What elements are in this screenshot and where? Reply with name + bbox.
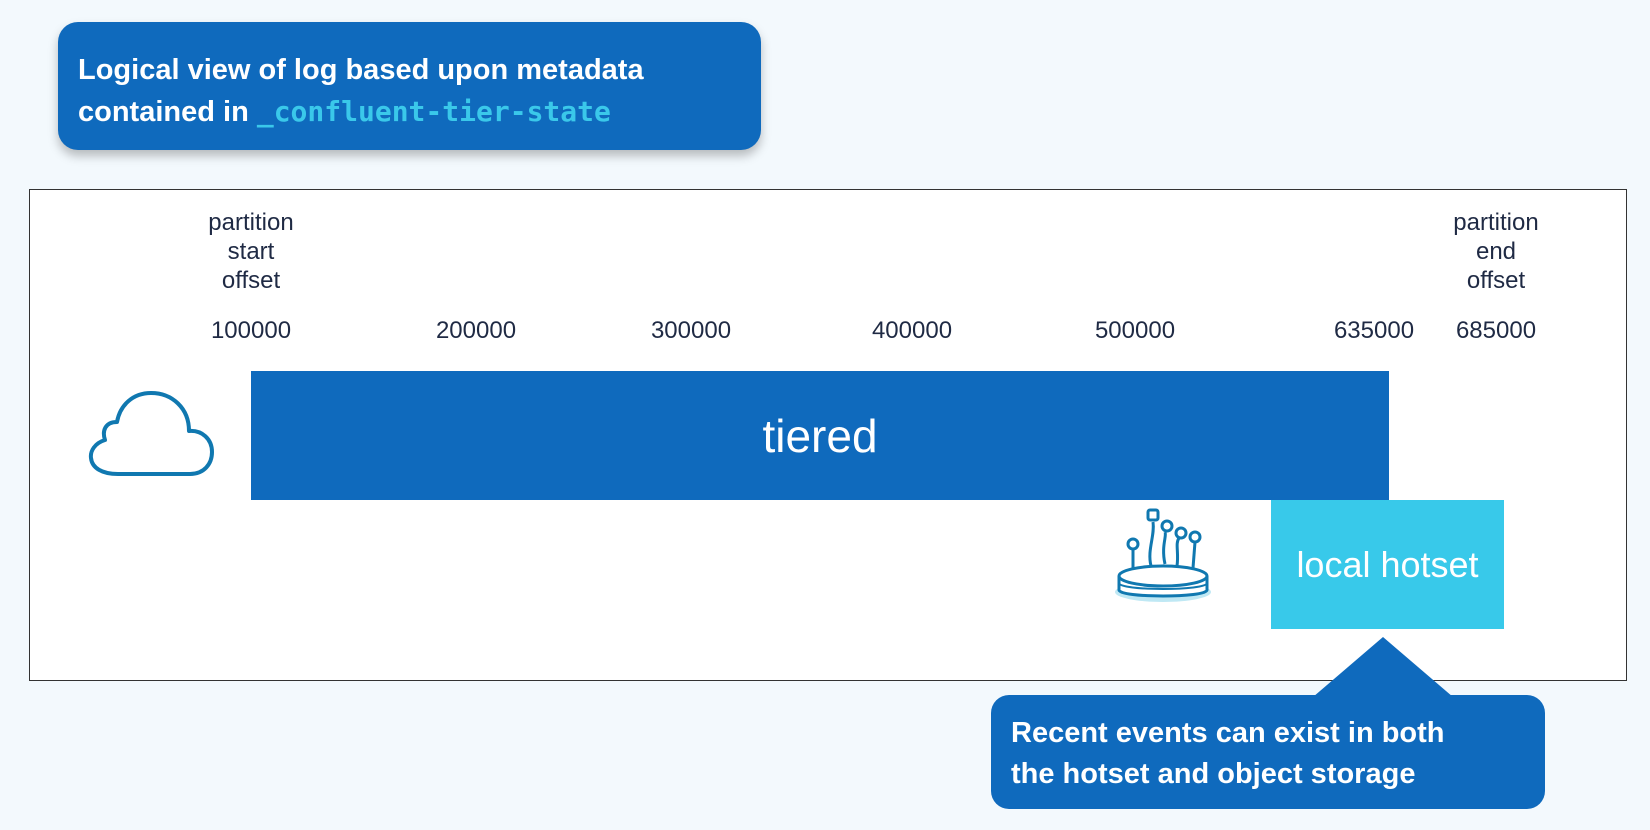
title-line-1: Logical view of log based upon metadata — [78, 54, 644, 86]
callout-pointer — [1313, 637, 1453, 697]
hotset-label: local hotset — [1296, 543, 1479, 585]
callout-line-1: Recent events can exist in both — [1011, 717, 1445, 749]
callout-line-2: the hotset and object storage — [1011, 758, 1416, 790]
title-line-2-prefix: contained in — [78, 96, 257, 128]
tick-label: 500000 — [1094, 317, 1176, 344]
end-offset-label: partition end offset — [1453, 209, 1539, 294]
tick-label: 685000 — [1455, 317, 1537, 344]
tick-label: 200000 — [435, 317, 517, 344]
hotset-callout: Recent events can exist in both the hots… — [991, 695, 1545, 809]
start-offset-label: partition start offset — [208, 209, 294, 294]
tick-label: 400000 — [871, 317, 953, 344]
local-hotset-segment: local hotset — [1271, 500, 1504, 629]
title-line-2: contained in _confluent-tier-state — [78, 91, 741, 133]
title-box: Logical view of log based upon metadata … — [58, 22, 761, 150]
title-code-topic: _confluent-tier-state — [256, 95, 611, 128]
tick-label: 300000 — [650, 317, 732, 344]
tick-label: 100000 — [210, 317, 292, 344]
cloud-icon — [88, 391, 214, 476]
storage-disk-icon — [1115, 508, 1211, 602]
log-diagram-panel: partition start offset partition end off… — [29, 189, 1627, 681]
tick-label: 635000 — [1333, 317, 1415, 344]
tiered-segment: tiered — [251, 371, 1389, 500]
tiered-label: tiered — [762, 409, 878, 462]
